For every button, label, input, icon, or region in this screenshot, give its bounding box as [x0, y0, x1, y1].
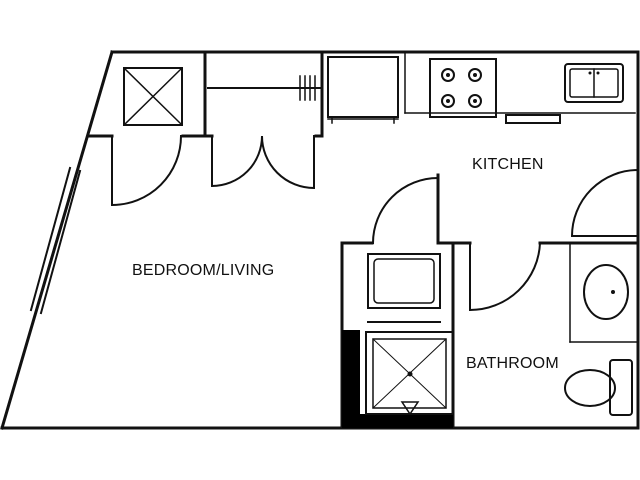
hall-door-swing: [371, 176, 440, 245]
refrigerator-icon: [327, 56, 399, 124]
double-door-swing: [211, 135, 315, 190]
toilet-icon: [564, 359, 633, 416]
bathroom-sink-icon: [583, 264, 629, 320]
stove-icon: [429, 58, 497, 118]
kitchen-sink-icon: [564, 63, 624, 103]
room-label-bedroom-living: BEDROOM/LIVING: [132, 262, 274, 279]
dishwasher-handle: [505, 114, 561, 124]
window: [29, 166, 82, 315]
room-label-kitchen: KITCHEN: [472, 156, 544, 173]
counter: [404, 51, 636, 114]
washer-dryer-icon: [123, 67, 183, 126]
microwave-icon: [367, 253, 441, 323]
shower-icon: [342, 330, 454, 428]
outer-walls: [0, 50, 640, 430]
closet-door-swing: [111, 134, 183, 207]
closet-laundry: [86, 50, 207, 207]
bathroom-walls: [340, 173, 640, 430]
kitchen-door-swing: [570, 168, 640, 237]
closet-hanging: [203, 50, 324, 190]
room-label-bathroom: BATHROOM: [466, 355, 559, 372]
bathroom-door-swing: [469, 241, 542, 312]
hanger-icon: [299, 75, 316, 101]
